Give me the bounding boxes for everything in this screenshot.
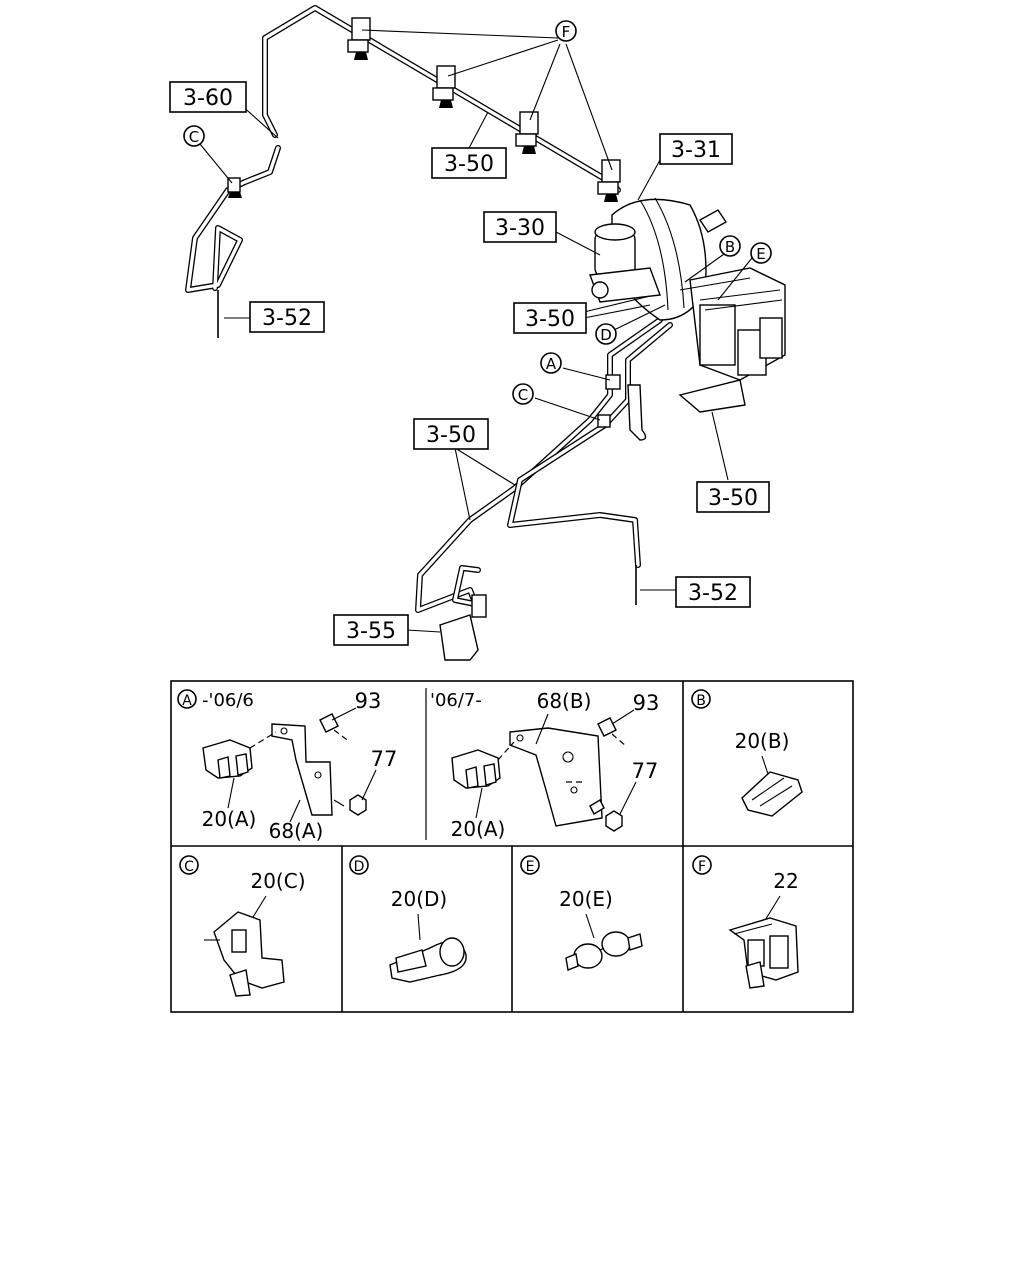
- marker-c-left: C: [189, 128, 199, 146]
- detail-a-old-77: 77: [371, 747, 398, 771]
- callout-3-50-right: 3-50: [708, 486, 758, 511]
- detail-a-new-range: '06/7-: [430, 690, 482, 711]
- master-cylinder: [589, 223, 661, 303]
- detail-a-old-20a: 20(A): [202, 807, 257, 831]
- detail-a-new-68b: 68(B): [537, 689, 592, 713]
- callout-3-55: 3-55: [346, 619, 396, 644]
- detail-c: C 20(C): [179, 855, 306, 997]
- detail-f: F 22: [692, 855, 799, 989]
- detail-f-marker: F: [698, 859, 706, 875]
- detail-f-part: 22: [773, 869, 798, 893]
- callout-3-52-left: 3-52: [262, 306, 312, 331]
- detail-d: D 20(D): [349, 855, 467, 983]
- detail-a-old-range: -'06/6: [202, 690, 254, 711]
- callout-3-52-right: 3-52: [688, 581, 738, 606]
- detail-b-marker: B: [696, 693, 706, 709]
- detail-b: B 20(B): [691, 689, 803, 817]
- marker-e-top: E: [756, 245, 765, 263]
- f-clips: [347, 17, 621, 202]
- detail-b-part: 20(B): [735, 729, 790, 753]
- detail-a-old: A -'06/6 93 77 20(A) 68(A): [177, 689, 398, 843]
- detail-d-part: 20(D): [391, 887, 447, 911]
- detail-c-part: 20(C): [250, 869, 305, 893]
- marker-c-mid: C: [518, 386, 528, 404]
- callout-boxes: 3-60 3-50 3-31 3-30 3-50 3-52 3-50 3-50 …: [169, 81, 770, 646]
- detail-e-marker: E: [526, 859, 535, 875]
- detail-e-part: 20(E): [559, 887, 613, 911]
- detail-c-marker: C: [184, 859, 194, 875]
- callout-3-31: 3-31: [671, 138, 721, 163]
- callout-3-50-top: 3-50: [444, 152, 494, 177]
- detail-a-old-93: 93: [355, 689, 382, 713]
- detail-a-old-68a: 68(A): [269, 819, 324, 843]
- leader-lines: [199, 29, 753, 633]
- callout-3-50-center: 3-50: [426, 423, 476, 448]
- callout-3-30: 3-30: [495, 216, 545, 241]
- mid-clips: [439, 374, 647, 661]
- marker-a-mid: A: [546, 355, 557, 373]
- detail-a-new-77: 77: [632, 759, 659, 783]
- detail-d-marker: D: [354, 859, 365, 875]
- detail-a-new-93: 93: [633, 691, 660, 715]
- abs-hydraulic-unit: [678, 267, 786, 413]
- detail-a-marker: A: [182, 693, 192, 709]
- circle-markers: F C B E D A C: [183, 20, 772, 405]
- marker-f-top: F: [562, 23, 571, 41]
- detail-table: [170, 680, 854, 1013]
- marker-b-top: B: [725, 238, 735, 256]
- callout-3-50-mid: 3-50: [525, 307, 575, 332]
- detail-e: E 20(E): [520, 855, 643, 971]
- detail-a-new: '06/7- 68(B) 93 77 20(A): [430, 689, 659, 841]
- marker-d-top: D: [600, 326, 612, 344]
- callout-3-60: 3-60: [183, 86, 233, 111]
- detail-a-new-20a: 20(A): [451, 817, 506, 841]
